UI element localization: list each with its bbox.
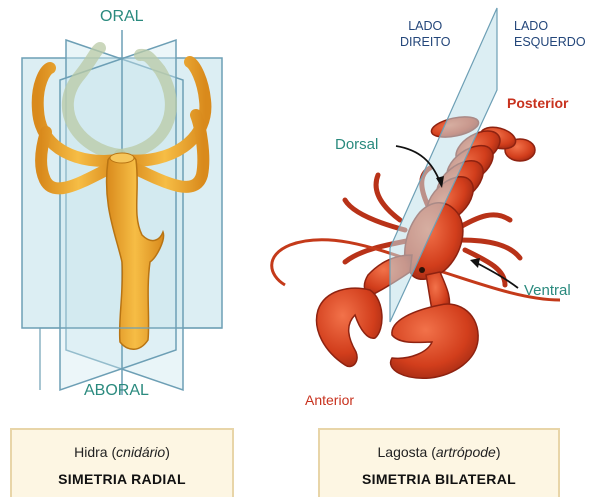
ventral-label: Ventral	[524, 282, 571, 299]
hydra-caption-title: Hidra (cnidário)	[12, 444, 232, 460]
posterior-label: Posterior	[507, 95, 568, 111]
lobster-caption-box: Lagosta (artrópode) SIMETRIA BILATERAL	[318, 428, 560, 497]
hydra-caption-box: Hidra (cnidário) SIMETRIA RADIAL	[10, 428, 234, 497]
left-side-label-line2: ESQUERDO	[514, 34, 586, 50]
hydra-figure	[22, 30, 222, 395]
lobster-caption-symmetry: SIMETRIA BILATERAL	[320, 471, 558, 487]
ventral-arrowhead	[470, 258, 480, 268]
hydra-caption-symmetry: SIMETRIA RADIAL	[12, 471, 232, 487]
aboral-label: ABORAL	[84, 382, 149, 400]
hydra-caption-group: cnidário	[116, 444, 165, 460]
hydra-mouth	[110, 153, 134, 163]
lobster-caption-name: Lagosta	[378, 444, 428, 460]
left-side-label-line1: LADO	[514, 18, 586, 34]
lobster-figure	[272, 8, 560, 378]
oral-label: ORAL	[100, 8, 144, 26]
right-side-label: LADO DIREITO	[400, 18, 450, 50]
left-side-label: LADO ESQUERDO	[514, 18, 586, 50]
right-side-label-line1: LADO	[400, 18, 450, 34]
lobster-caption-title: Lagosta (artrópode)	[320, 444, 558, 460]
anterior-label: Anterior	[305, 392, 354, 408]
lobster-eye	[419, 267, 425, 273]
right-side-label-line2: DIREITO	[400, 34, 450, 50]
dorsal-label: Dorsal	[335, 136, 378, 153]
lobster-caption-group: artrópode	[436, 444, 496, 460]
hydra-caption-name: Hidra	[74, 444, 107, 460]
